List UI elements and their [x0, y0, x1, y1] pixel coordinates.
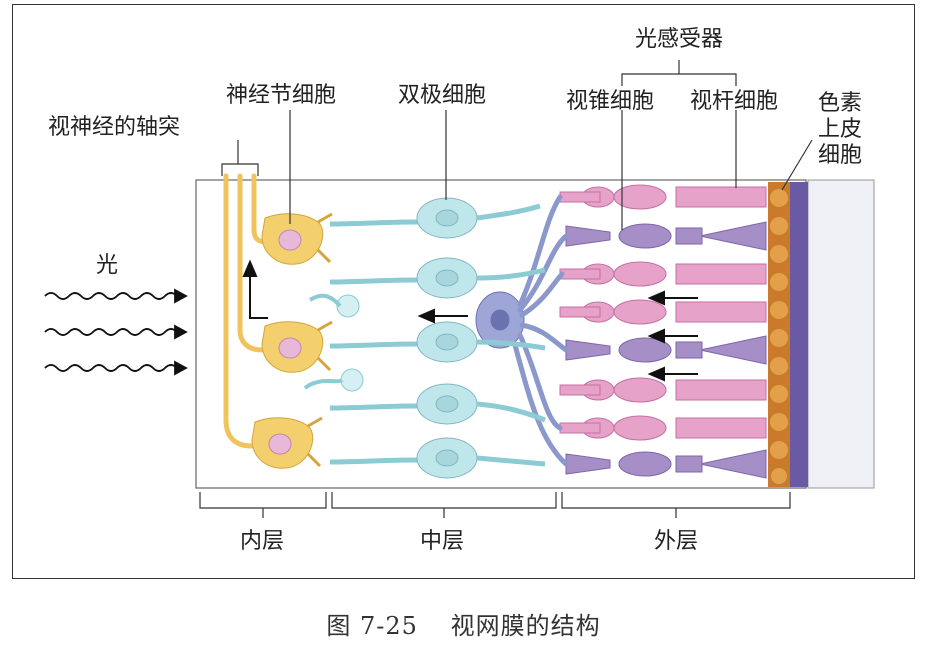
label-outer-layer: 外层	[654, 529, 699, 554]
label-optic-axon: 视神经的轴突	[48, 115, 181, 140]
label-light: 光	[96, 253, 119, 278]
photoreceptors	[559, 184, 767, 479]
label-rod-cell: 视杆细胞	[690, 89, 779, 114]
amacrine-cell	[475, 291, 525, 349]
label-inner-layer: 内层	[240, 529, 285, 554]
label-bipolar-cell: 双极细胞	[398, 83, 487, 108]
rod-cell	[559, 184, 767, 210]
bipolar-cell	[329, 437, 546, 479]
figure-caption: 图 7-25 视网膜的结构	[0, 606, 927, 641]
middle-bracket	[331, 492, 557, 518]
caption-title: 视网膜的结构	[450, 612, 601, 640]
light-arrowhead-3	[174, 360, 188, 376]
label-middle-layer: 中层	[420, 529, 465, 554]
ganglion-cell	[261, 320, 333, 373]
pigment-epithelium	[768, 182, 808, 487]
light-wave-2	[44, 328, 178, 336]
leader-lines	[237, 60, 813, 230]
outer-bracket	[561, 492, 791, 518]
bipolar-cell	[329, 197, 541, 239]
label-photoreceptor: 光感受器	[635, 27, 724, 52]
rod-cell	[559, 299, 767, 325]
light-wave-1	[44, 292, 178, 300]
bipolar-cell	[329, 257, 546, 299]
layer-brackets	[199, 492, 791, 518]
caption-number: 图 7-25	[326, 612, 418, 640]
label-ganglion-cell: 神经节细胞	[226, 83, 337, 108]
rod-cell	[559, 261, 767, 287]
bipolar-cells	[303, 197, 546, 479]
label-pigment-line-2: 上皮	[818, 117, 863, 142]
light-waves	[44, 288, 188, 376]
up-arrow	[249, 272, 268, 319]
light-wave-3	[44, 364, 178, 372]
optic-axon	[223, 173, 255, 449]
cone-cell	[565, 449, 767, 479]
ganglion-cells	[221, 163, 333, 469]
light-arrowhead-1	[174, 288, 188, 304]
choroid-strip	[790, 182, 808, 487]
rod-cell	[559, 377, 767, 403]
optic-axon	[237, 173, 265, 353]
cone-cell	[565, 335, 767, 365]
ganglion-cell	[251, 416, 323, 469]
photoreceptor-bracket	[621, 60, 737, 86]
label-pigment-line-1: 色素	[818, 91, 863, 116]
interneuron	[303, 293, 364, 392]
axon-bracket	[221, 163, 259, 176]
cone-cell	[565, 221, 767, 251]
rod-cell	[559, 415, 767, 441]
inner-bracket	[199, 492, 327, 518]
ganglion-cell	[261, 212, 333, 265]
bipolar-cell	[329, 321, 546, 363]
signal-arrows	[242, 259, 698, 382]
choroid-region	[807, 179, 875, 489]
label-cone-cell: 视锥细胞	[566, 89, 655, 114]
bipolar-cell	[329, 383, 546, 425]
diagram-frame	[12, 4, 915, 579]
label-pigment-line-3: 细胞	[818, 143, 863, 168]
light-arrowhead-2	[174, 324, 188, 340]
